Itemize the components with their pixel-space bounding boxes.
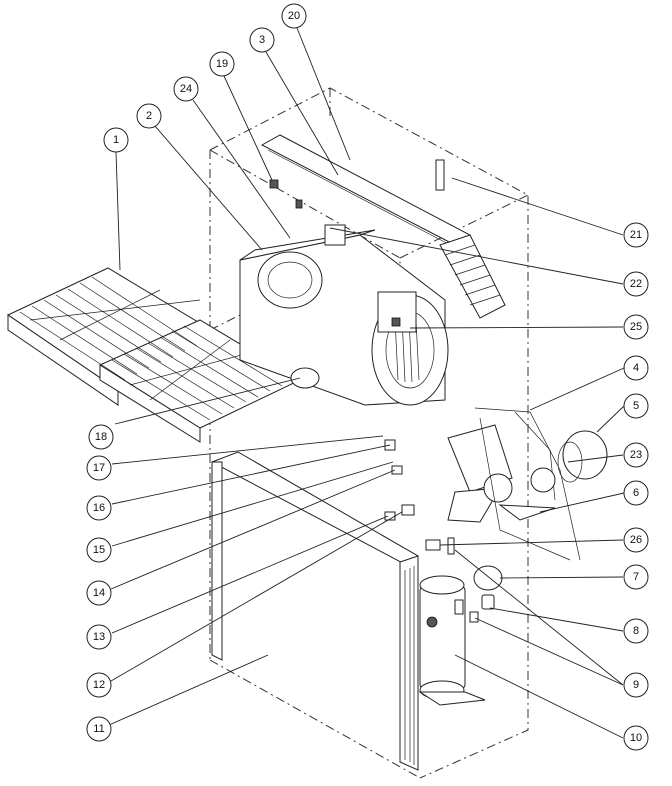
- svg-text:17: 17: [93, 462, 105, 474]
- svg-text:25: 25: [630, 321, 642, 333]
- callouts: 1 2 24 19 3 20 21 22 25 4 5 23 6 26 7 8 …: [86, 3, 649, 751]
- svg-text:14: 14: [93, 587, 105, 599]
- svg-text:15: 15: [93, 544, 105, 556]
- svg-text:10: 10: [630, 732, 642, 744]
- svg-text:26: 26: [630, 534, 642, 546]
- evaporator-coil: [260, 134, 506, 319]
- callout-14: 14: [86, 580, 112, 606]
- callout-13: 13: [86, 624, 112, 650]
- callout-6: 6: [623, 480, 649, 506]
- callout-15: 15: [86, 537, 112, 563]
- svg-text:7: 7: [633, 571, 639, 583]
- svg-text:20: 20: [288, 10, 300, 22]
- svg-text:21: 21: [630, 229, 642, 241]
- callout-19: 19: [209, 51, 235, 77]
- callout-10: 10: [623, 725, 649, 751]
- callout-26: 26: [623, 527, 649, 553]
- svg-text:2: 2: [146, 110, 152, 122]
- compressor: [418, 575, 486, 706]
- callout-3: 3: [249, 27, 275, 53]
- svg-text:5: 5: [633, 400, 639, 412]
- callout-7: 7: [623, 564, 649, 590]
- svg-text:3: 3: [259, 34, 265, 46]
- svg-text:23: 23: [630, 449, 642, 461]
- svg-text:12: 12: [93, 679, 105, 691]
- callout-25: 25: [623, 314, 649, 340]
- callout-21: 21: [623, 222, 649, 248]
- svg-text:8: 8: [633, 625, 639, 637]
- callout-9: 9: [623, 672, 649, 698]
- svg-text:9: 9: [633, 679, 639, 691]
- svg-text:11: 11: [93, 723, 104, 735]
- callout-11: 11: [86, 716, 112, 742]
- svg-text:19: 19: [216, 58, 228, 70]
- condenser-coil: [210, 451, 419, 771]
- callout-8: 8: [623, 618, 649, 644]
- blower-assembly: [239, 224, 449, 406]
- svg-text:18: 18: [95, 431, 107, 443]
- callout-20: 20: [281, 3, 307, 29]
- callout-12: 12: [86, 672, 112, 698]
- leader-lines: [108, 27, 625, 739]
- small-components: [290, 159, 503, 623]
- callout-17: 17: [86, 455, 112, 481]
- svg-text:4: 4: [633, 362, 639, 374]
- callout-5: 5: [623, 393, 649, 419]
- callout-18: 18: [88, 424, 114, 450]
- condenser-fan: [447, 407, 608, 561]
- svg-text:16: 16: [93, 502, 105, 514]
- callout-22: 22: [623, 271, 649, 297]
- svg-text:24: 24: [180, 83, 192, 95]
- callout-4: 4: [623, 355, 649, 381]
- svg-text:6: 6: [633, 487, 639, 499]
- svg-text:13: 13: [93, 631, 105, 643]
- callout-1: 1: [103, 127, 129, 153]
- air-filter: [6, 267, 302, 443]
- callout-16: 16: [86, 495, 112, 521]
- svg-text:1: 1: [113, 134, 119, 146]
- callout-23: 23: [623, 442, 649, 468]
- callout-2: 2: [136, 103, 162, 129]
- svg-text:22: 22: [630, 278, 642, 290]
- callout-24: 24: [173, 76, 199, 102]
